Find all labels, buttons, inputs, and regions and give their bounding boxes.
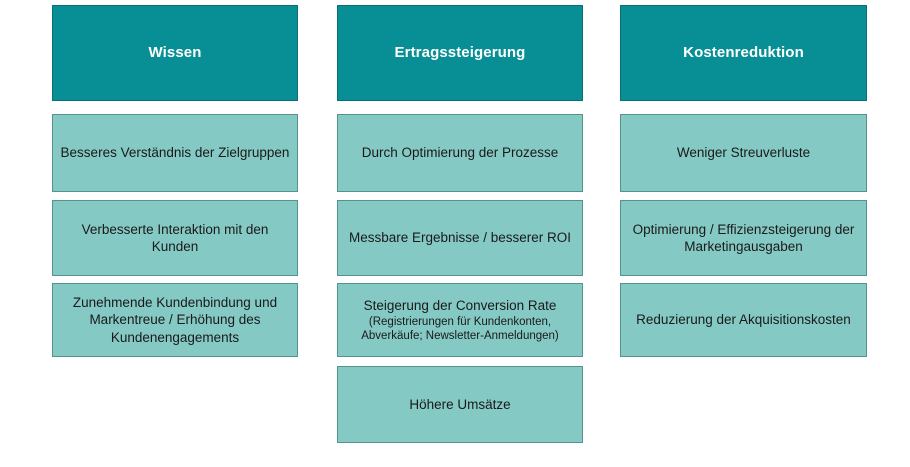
item-box: Messbare Ergebnisse / besserer ROI — [337, 200, 583, 276]
item-label: Zunehmende Kundenbindung und Markentreue… — [72, 295, 278, 345]
item-label: Höhere Umsätze — [409, 396, 511, 412]
item-box: Steigerung der Conversion Rate (Registri… — [337, 283, 583, 357]
column-header-kostenreduktion: Kostenreduktion — [620, 5, 867, 101]
item-box: Weniger Streuverluste — [620, 114, 867, 192]
item-box: Optimierung / Effizienzsteigerung der Ma… — [620, 200, 867, 276]
item-label-sub: (Registrierungen für Kundenkonten, Abver… — [361, 316, 559, 343]
item-label-main: Steigerung der Conversion Rate — [363, 297, 557, 313]
item-box: Durch Optimierung der Prozesse — [337, 114, 583, 192]
item-box: Zunehmende Kundenbindung und Markentreue… — [52, 283, 298, 357]
column-wissen: Wissen Besseres Verständnis der Zielgrup… — [52, 0, 298, 467]
column-header-wissen: Wissen — [52, 5, 298, 101]
item-label: Verbesserte Interaktion mit den Kunden — [81, 221, 269, 254]
item-label: Durch Optimierung der Prozesse — [361, 145, 559, 161]
column-header-label: Ertragssteigerung — [394, 43, 526, 61]
item-box: Reduzierung der Akquisitionskosten — [620, 283, 867, 357]
column-ertragssteigerung: Ertragssteigerung Durch Optimierung der … — [337, 0, 583, 467]
column-header-label: Wissen — [148, 43, 202, 61]
item-label: Optimierung / Effizienzsteigerung der Ma… — [632, 221, 855, 254]
item-label: Messbare Ergebnisse / besserer ROI — [348, 230, 572, 246]
item-label: Weniger Streuverluste — [676, 145, 811, 161]
column-header-label: Kostenreduktion — [683, 43, 804, 61]
column-kostenreduktion: Kostenreduktion Weniger Streuverluste Op… — [620, 0, 867, 467]
item-box: Besseres Verständnis der Zielgruppen — [52, 114, 298, 192]
item-label: Besseres Verständnis der Zielgruppen — [60, 145, 290, 161]
item-box: Verbesserte Interaktion mit den Kunden — [52, 200, 298, 276]
item-label: Steigerung der Conversion Rate (Registri… — [338, 297, 582, 343]
column-header-ertragssteigerung: Ertragssteigerung — [337, 5, 583, 101]
item-box: Höhere Umsätze — [337, 366, 583, 443]
item-label: Reduzierung der Akquisitionskosten — [636, 312, 851, 328]
